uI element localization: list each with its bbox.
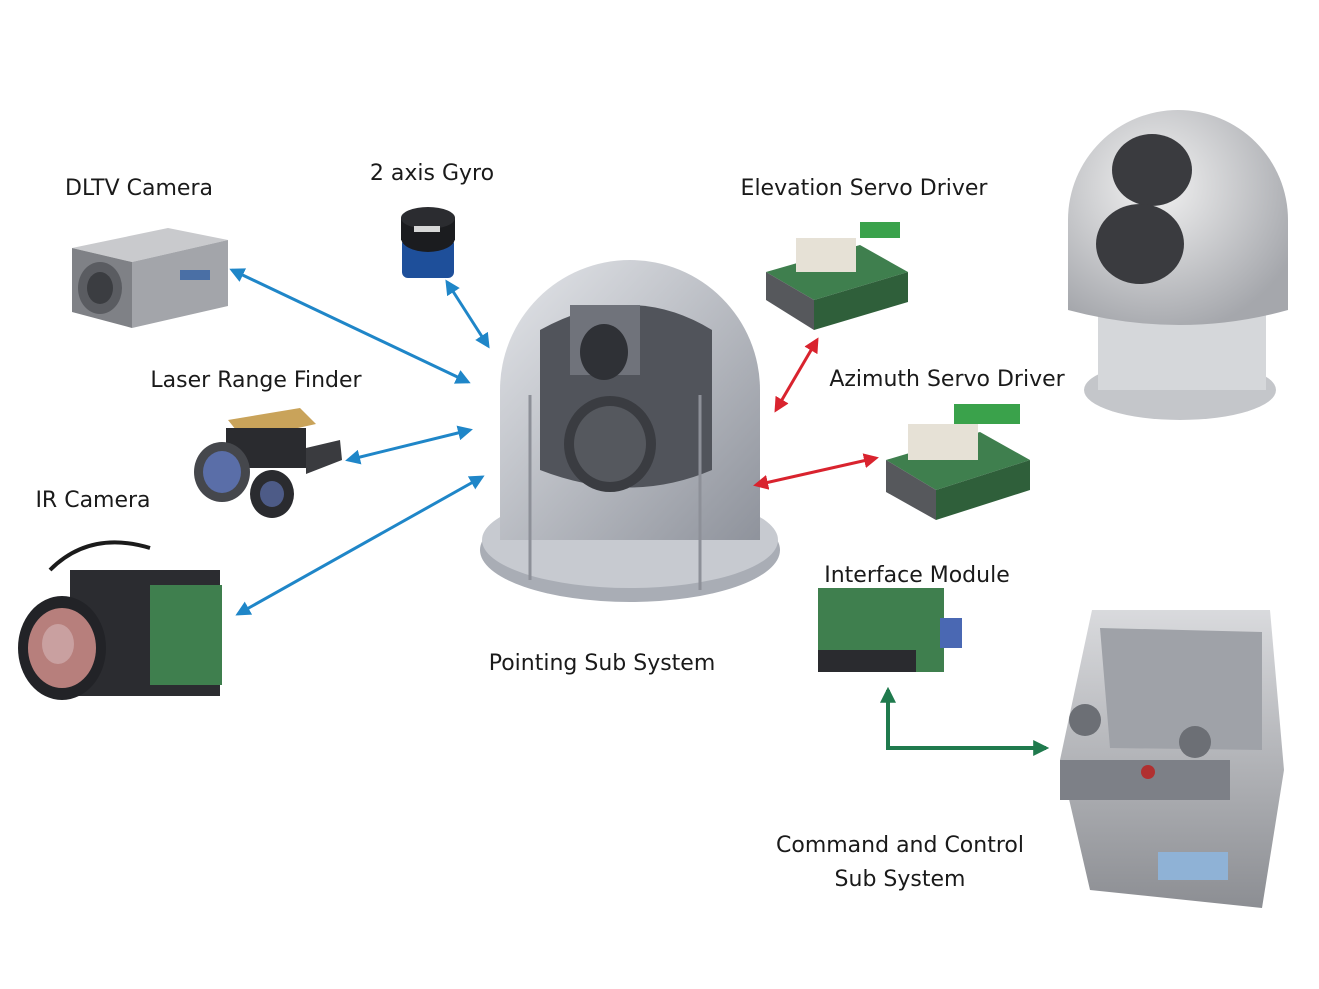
elevation-servo-board-icon	[766, 222, 908, 330]
control-console-icon	[1060, 610, 1284, 908]
label-azimuth-servo-driver: Azimuth Servo Driver	[829, 367, 1065, 392]
laser-range-finder-icon	[194, 408, 342, 518]
label-laser-range-finder: Laser Range Finder	[150, 368, 362, 393]
label-command-control-line2: Sub System	[835, 867, 966, 892]
link-elevation-gimbal	[774, 337, 819, 413]
gyro-icon	[401, 207, 455, 278]
label-dltv-camera: DLTV Camera	[65, 176, 213, 201]
link-azimuth-gimbal	[753, 453, 879, 490]
label-ir-camera: IR Camera	[35, 488, 150, 513]
link-lrf-gimbal	[345, 425, 473, 465]
label-pointing-sub-system: Pointing Sub System	[489, 651, 716, 676]
dltv-camera-icon	[72, 228, 228, 328]
pointing-gimbal-icon	[480, 260, 780, 602]
azimuth-servo-board-icon	[886, 404, 1030, 520]
label-elevation-servo-driver: Elevation Servo Driver	[741, 176, 989, 201]
interface-module-icon	[818, 588, 962, 672]
gimbal-photo-icon	[1068, 110, 1288, 420]
connectors	[229, 268, 1050, 756]
link-dltv-gimbal	[229, 268, 471, 384]
link-interface-console	[880, 686, 1050, 756]
label-gyro: 2 axis Gyro	[370, 161, 494, 186]
link-gyro-gimbal	[445, 279, 490, 349]
ir-camera-icon	[18, 540, 222, 700]
label-interface-module: Interface Module	[824, 563, 1010, 588]
label-command-control-line1: Command and Control	[776, 833, 1024, 858]
link-ir-gimbal	[235, 475, 485, 616]
